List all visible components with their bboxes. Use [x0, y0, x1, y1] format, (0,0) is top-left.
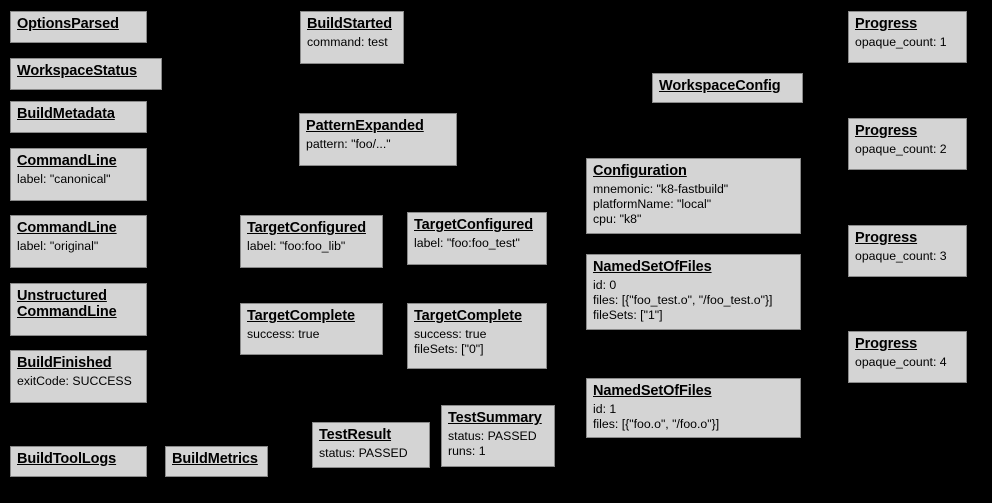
node-field: success: true [247, 326, 320, 341]
node-field: opaque_count: 3 [855, 248, 947, 263]
node-command-line-original[interactable]: CommandLine label: "original" [10, 215, 147, 268]
node-build-tool-logs[interactable]: BuildToolLogs [10, 446, 147, 477]
node-build-metadata[interactable]: BuildMetadata [10, 101, 147, 133]
node-fields: id: 0 files: [{"foo_test.o", "/foo_test.… [593, 278, 794, 323]
node-fields: opaque_count: 4 [855, 355, 960, 370]
node-progress-3[interactable]: Progress opaque_count: 3 [848, 225, 967, 277]
node-title-line-1: Unstructured [17, 288, 107, 304]
node-field: files: [{"foo_test.o", "/foo_test.o"}] [593, 292, 773, 307]
node-progress-2[interactable]: Progress opaque_count: 2 [848, 118, 967, 170]
node-field: label: "canonical" [17, 171, 111, 186]
node-title: Progress [855, 16, 918, 32]
node-title: CommandLine [17, 220, 117, 236]
node-fields: pattern: "foo/..." [306, 137, 450, 152]
node-field: opaque_count: 1 [855, 34, 947, 49]
node-field: pattern: "foo/..." [306, 136, 391, 151]
node-fields: opaque_count: 2 [855, 142, 960, 157]
node-fields: label: "canonical" [17, 172, 140, 187]
node-fields: id: 1 files: [{"foo.o", "/foo.o"}] [593, 402, 794, 432]
node-title: OptionsParsed [17, 16, 119, 32]
node-fields: success: true [247, 327, 376, 342]
node-target-complete-lib[interactable]: TargetComplete success: true [240, 303, 383, 355]
node-pattern-expanded[interactable]: PatternExpanded pattern: "foo/..." [299, 113, 457, 166]
node-title: Progress [855, 123, 918, 139]
node-fields: success: true fileSets: ["0"] [414, 327, 540, 357]
node-title: WorkspaceStatus [17, 63, 137, 79]
node-build-metrics[interactable]: BuildMetrics [165, 446, 268, 477]
node-title-line-2: CommandLine [17, 304, 117, 321]
node-title: TargetConfigured [414, 217, 533, 233]
node-field: id: 0 [593, 277, 617, 292]
node-title: BuildMetrics [172, 451, 258, 467]
node-title: TestSummary [448, 410, 542, 426]
node-named-set-of-files-1[interactable]: NamedSetOfFiles id: 1 files: [{"foo.o", … [586, 378, 801, 438]
node-target-configured-lib[interactable]: TargetConfigured label: "foo:foo_lib" [240, 215, 383, 268]
node-title: TestResult [319, 427, 392, 443]
node-field: runs: 1 [448, 443, 486, 458]
node-fields: opaque_count: 3 [855, 249, 960, 264]
node-field: label: "original" [17, 238, 99, 253]
node-build-started[interactable]: BuildStarted command: test [300, 11, 404, 64]
node-field: success: true [414, 326, 487, 341]
node-title: NamedSetOfFiles [593, 383, 712, 399]
node-title: BuildStarted [307, 16, 393, 32]
node-title: TargetComplete [414, 308, 522, 324]
node-title: Progress [855, 230, 918, 246]
node-progress-4[interactable]: Progress opaque_count: 4 [848, 331, 967, 383]
node-title: TargetConfigured [247, 220, 366, 236]
node-title: TargetComplete [247, 308, 355, 324]
node-field: opaque_count: 4 [855, 354, 947, 369]
node-field: status: PASSED [448, 428, 537, 443]
node-field: fileSets: ["1"] [593, 307, 663, 322]
node-fields: label: "original" [17, 239, 140, 254]
node-field: label: "foo:foo_test" [414, 235, 520, 250]
node-fields: exitCode: SUCCESS [17, 374, 140, 389]
node-field: status: PASSED [319, 445, 408, 460]
node-workspace-status[interactable]: WorkspaceStatus [10, 58, 162, 90]
node-test-summary[interactable]: TestSummary status: PASSED runs: 1 [441, 405, 555, 467]
node-field: label: "foo:foo_lib" [247, 238, 346, 253]
node-title: Configuration [593, 163, 687, 179]
node-field: opaque_count: 2 [855, 141, 947, 156]
node-title: Progress [855, 336, 918, 352]
node-fields: command: test [307, 35, 397, 50]
node-progress-1[interactable]: Progress opaque_count: 1 [848, 11, 967, 63]
node-field: files: [{"foo.o", "/foo.o"}] [593, 416, 720, 431]
node-command-line-canonical[interactable]: CommandLine label: "canonical" [10, 148, 147, 201]
node-fields: mnemonic: "k8-fastbuild" platformName: "… [593, 182, 794, 227]
node-field: cpu: "k8" [593, 211, 642, 226]
node-field: command: test [307, 34, 388, 49]
node-fields: status: PASSED runs: 1 [448, 429, 548, 459]
node-field: exitCode: SUCCESS [17, 373, 132, 388]
node-workspace-config[interactable]: WorkspaceConfig [652, 73, 803, 103]
node-field: platformName: "local" [593, 196, 712, 211]
node-test-result[interactable]: TestResult status: PASSED [312, 422, 430, 468]
node-configuration[interactable]: Configuration mnemonic: "k8-fastbuild" p… [586, 158, 801, 234]
node-title: NamedSetOfFiles [593, 259, 712, 275]
node-title: BuildFinished [17, 355, 112, 371]
node-title: CommandLine [17, 153, 117, 169]
node-title: BuildToolLogs [17, 451, 117, 467]
node-fields: status: PASSED [319, 446, 423, 461]
node-field: fileSets: ["0"] [414, 341, 484, 356]
node-title: Unstructured CommandLine [17, 288, 140, 321]
node-options-parsed[interactable]: OptionsParsed [10, 11, 147, 43]
node-target-complete-test[interactable]: TargetComplete success: true fileSets: [… [407, 303, 547, 369]
node-title: PatternExpanded [306, 118, 424, 134]
node-named-set-of-files-0[interactable]: NamedSetOfFiles id: 0 files: [{"foo_test… [586, 254, 801, 330]
node-fields: opaque_count: 1 [855, 35, 960, 50]
node-field: mnemonic: "k8-fastbuild" [593, 181, 729, 196]
node-title: WorkspaceConfig [659, 78, 781, 94]
node-field: id: 1 [593, 401, 617, 416]
node-target-configured-test[interactable]: TargetConfigured label: "foo:foo_test" [407, 212, 547, 265]
node-fields: label: "foo:foo_lib" [247, 239, 376, 254]
node-unstructured-command-line[interactable]: Unstructured CommandLine [10, 283, 147, 336]
node-title: BuildMetadata [17, 106, 115, 122]
node-build-finished[interactable]: BuildFinished exitCode: SUCCESS [10, 350, 147, 403]
node-fields: label: "foo:foo_test" [414, 236, 540, 251]
